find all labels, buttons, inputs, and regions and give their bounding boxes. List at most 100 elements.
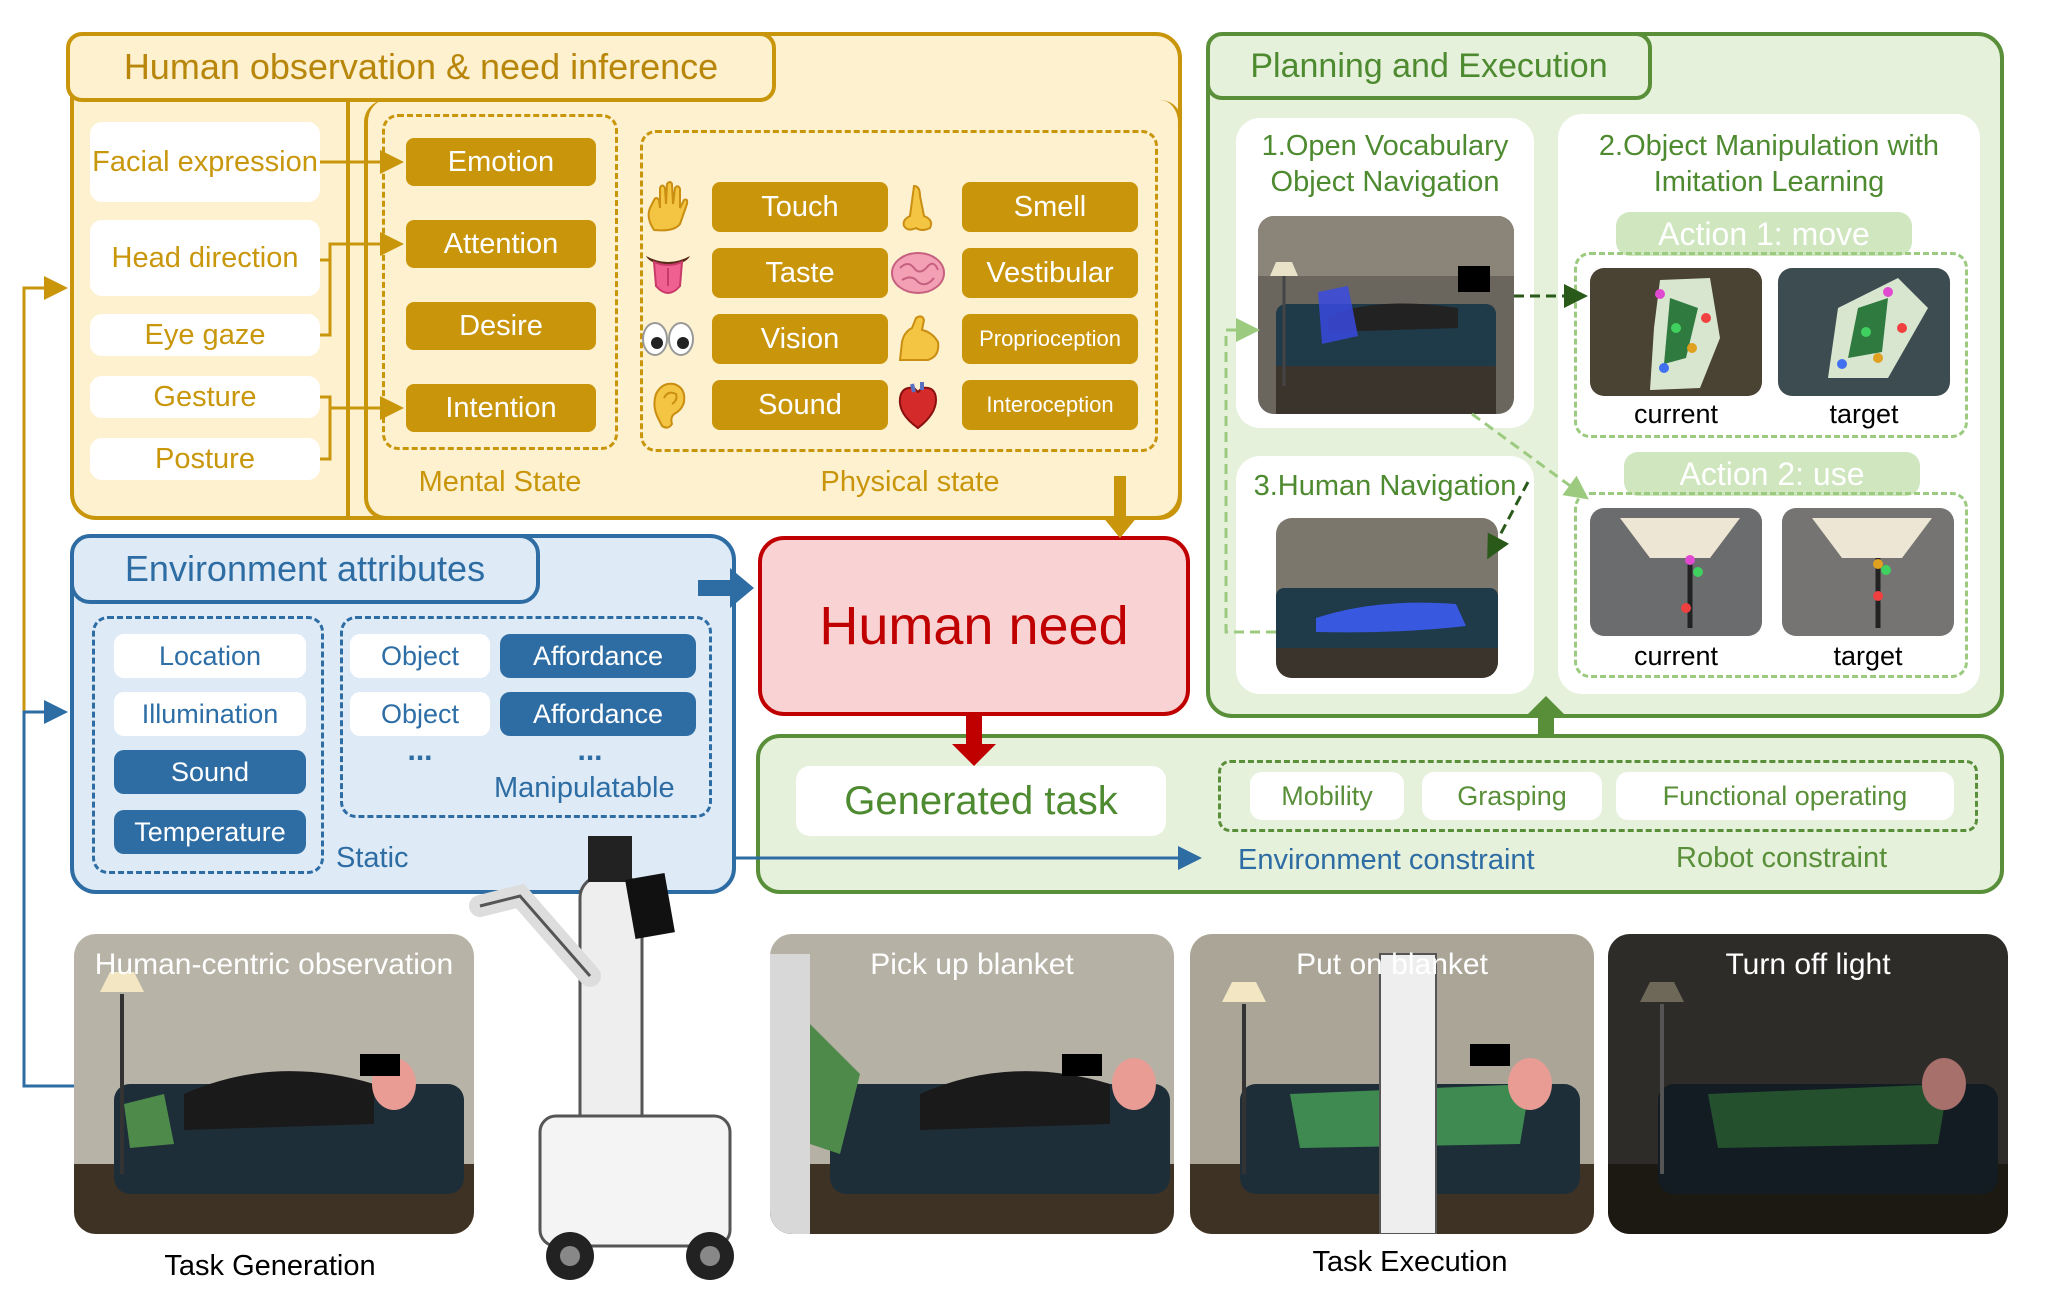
physical-vision: Vision (712, 314, 888, 364)
turn-off-light-label: Turn off light (1725, 948, 1891, 981)
skill-grasping: Grasping (1422, 772, 1602, 820)
cue-head-direction: Head direction (90, 220, 320, 296)
mental-attention: Attention (406, 220, 596, 268)
current-text: current (1633, 640, 1719, 671)
action1-current-label: current (1590, 396, 1762, 432)
task-execution-text: Task Execution (1312, 1246, 1508, 1278)
cue-gesture: Gesture (90, 376, 320, 418)
human-need-text: Human need (819, 596, 1129, 656)
cue-facial-expression: Facial expression (90, 122, 320, 202)
action2-group (1574, 492, 1968, 678)
mental-desire: Desire (406, 302, 596, 350)
human-nav-title: 3.Human Navigation (1236, 466, 1534, 506)
physical-sound: Sound (712, 380, 888, 430)
turn-off-light-photo: Turn off light (1608, 934, 2008, 1234)
physical-label: Smell (1013, 190, 1087, 223)
env-affordance-label: Affordance (532, 698, 664, 729)
observation-title-text: Human observation & need inference (123, 46, 719, 87)
current-text: current (1633, 398, 1719, 429)
put-on-blanket-photo: Put on blanket (1190, 934, 1594, 1234)
environment-constraint-text: Environment constraint (1238, 844, 1535, 876)
ear-icon (646, 378, 692, 432)
physical-label: Vision (760, 322, 840, 355)
observation-photo: Human-centric observation (74, 934, 474, 1234)
env-ellipsis-2: ... (550, 734, 630, 767)
physical-label: Sound (758, 388, 842, 421)
pick-up-blanket-label: Pick up blanket (870, 948, 1074, 981)
env-affordance-1: Affordance (500, 634, 696, 678)
physical-label: Vestibular (986, 256, 1114, 289)
cue-label: Head direction (111, 242, 299, 274)
action2-target-image (1782, 508, 1954, 636)
cue-label: Gesture (153, 381, 257, 413)
robot-constraint-label: Robot constraint (1676, 842, 1936, 878)
mental-state-label-text: Mental State (418, 465, 582, 498)
skill-mobility: Mobility (1250, 772, 1404, 820)
manipulatable-label-text: Manipulatable (494, 772, 675, 804)
physical-vestibular: Vestibular (962, 248, 1138, 298)
action2-target-label: target (1782, 638, 1954, 674)
heart-icon (892, 378, 944, 432)
static-group (92, 616, 324, 874)
env-affordance-2: Affordance (500, 692, 696, 736)
action1-pill: Action 1: move (1616, 212, 1912, 256)
mental-label: Intention (445, 391, 557, 424)
observation-cue-column (70, 100, 350, 520)
action1-target-image (1778, 268, 1950, 396)
environment-title-text: Environment attributes (124, 548, 486, 589)
env-location: Location (114, 634, 306, 678)
human-nav-title-text: 3.Human Navigation (1253, 469, 1517, 502)
cue-eye-gaze: Eye gaze (90, 314, 320, 356)
nose-icon (892, 180, 942, 234)
mental-label: Emotion (447, 145, 555, 178)
mental-emotion: Emotion (406, 138, 596, 186)
mental-state-label: Mental State (380, 462, 620, 502)
physical-label: Touch (761, 190, 839, 223)
environment-constraint-label: Environment constraint (1238, 844, 1578, 880)
target-text: target (1829, 398, 1899, 429)
task-generation-text: Task Generation (164, 1250, 376, 1282)
physical-smell: Smell (962, 182, 1138, 232)
physical-state-group (640, 130, 1158, 452)
action2-current-image (1590, 508, 1762, 636)
env-object-2: Object (350, 692, 490, 736)
eyes-icon (640, 312, 696, 366)
cue-label: Posture (155, 443, 255, 475)
skill-label: Functional operating (1662, 780, 1908, 811)
physical-label: Proprioception (979, 326, 1121, 351)
action2-pill: Action 2: use (1624, 452, 1920, 496)
observation-photo-label: Human-centric observation (94, 948, 454, 981)
physical-label: Taste (765, 256, 835, 289)
physical-proprioception: Proprioception (962, 314, 1138, 364)
observation-title: Human observation & need inference (66, 32, 776, 102)
human-need-box: Human need (758, 536, 1190, 716)
skills-group (1218, 760, 1978, 832)
env-object-label: Object (380, 698, 460, 729)
env-object-1: Object (350, 634, 490, 678)
cue-label: Facial expression (92, 146, 318, 178)
manip-card-title-text: 2.Object Manipulation with Imitation Lea… (1598, 130, 1940, 198)
human-nav-image (1276, 518, 1498, 678)
physical-touch: Touch (712, 182, 888, 232)
put-on-blanket-label: Put on blanket (1296, 948, 1488, 981)
skill-label: Mobility (1281, 780, 1373, 811)
mental-label: Desire (459, 309, 543, 342)
env-static-label: Location (158, 640, 262, 671)
ellipsis-text: ... (577, 734, 603, 767)
env-sound: Sound (114, 750, 306, 794)
target-text: target (1833, 640, 1903, 671)
task-generation-caption: Task Generation (120, 1250, 420, 1286)
mental-state-group (382, 114, 618, 450)
physical-state-label: Physical state (760, 462, 1060, 502)
action2-text: Action 2: use (1679, 455, 1865, 492)
skill-functional-operating: Functional operating (1616, 772, 1954, 820)
brain-icon (888, 246, 948, 300)
action2-current-label: current (1590, 638, 1762, 674)
generated-task-title-text: Generated task (844, 778, 1118, 823)
action1-target-label: target (1778, 396, 1950, 432)
env-ellipsis-1: ... (380, 734, 460, 767)
env-static-label: Temperature (134, 816, 286, 847)
env-static-label: Sound (170, 756, 250, 787)
env-static-label: Illumination (141, 698, 279, 729)
